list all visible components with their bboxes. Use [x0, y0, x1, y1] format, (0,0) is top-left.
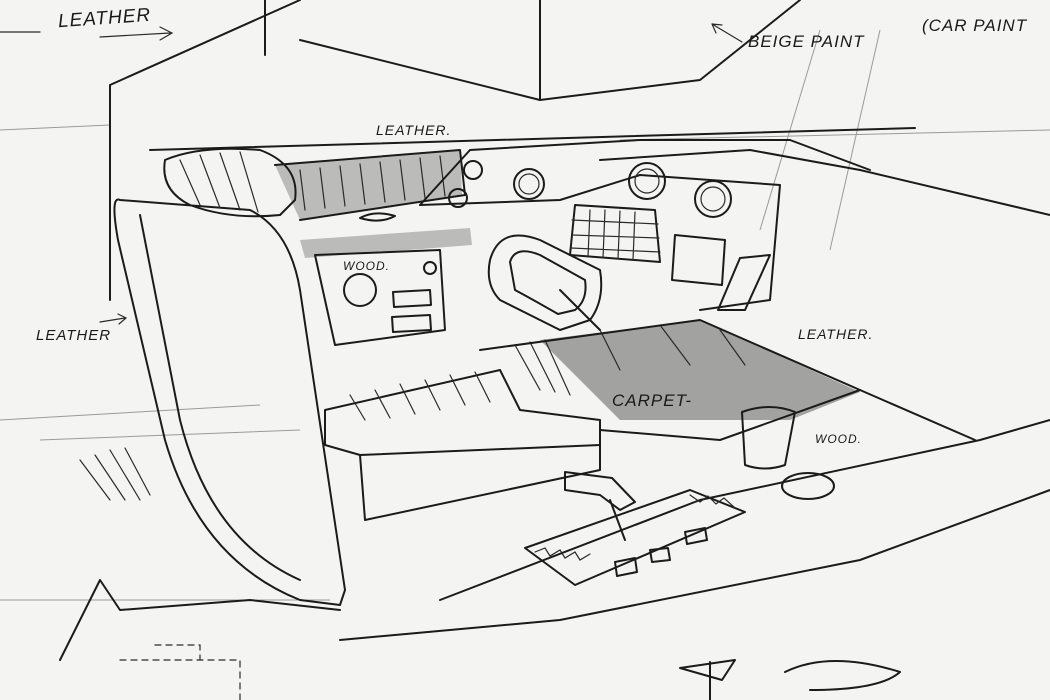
wood-panel — [314, 249, 446, 346]
bottom-arrow-right — [679, 659, 736, 700]
gear-stick — [609, 499, 626, 541]
gauge-icon-4 — [628, 162, 666, 200]
bottom-outline — [59, 579, 341, 661]
annotation-wood-right: WOOD. — [815, 432, 862, 446]
seat-cushion-ribs — [349, 371, 491, 421]
console-zigzag — [534, 494, 736, 561]
panel-slot-1 — [392, 289, 432, 308]
annotation-carpet: CARPET- — [612, 391, 693, 410]
gauge-icon-3 — [513, 168, 545, 200]
car-body-right — [599, 149, 1050, 216]
headrest-ribs — [179, 151, 259, 213]
horizon-line — [149, 127, 916, 151]
rear-shelf-ribs — [299, 155, 446, 211]
headrest — [163, 147, 297, 218]
vent — [359, 212, 396, 222]
seat-cushion — [324, 369, 601, 456]
dashboard-top — [419, 139, 871, 206]
dashed-box — [119, 644, 241, 700]
annotation-leather-headrest: LEATHER. — [376, 122, 452, 138]
annotation-leather-left: LEATHER — [36, 327, 112, 344]
cup-icon — [741, 406, 796, 470]
gauge-icon-4-inner — [634, 168, 660, 194]
arrow-leather-left — [99, 313, 128, 325]
cup-holder — [781, 472, 835, 500]
dashboard-face — [419, 174, 781, 311]
seat-back — [113, 198, 346, 606]
center-screen-grid — [570, 209, 661, 261]
gauge-icon-5-inner — [700, 186, 726, 212]
carpet-lines — [514, 324, 746, 396]
background-box — [109, 0, 801, 301]
arrow-beige — [711, 23, 743, 43]
seat-back-inner — [139, 214, 301, 581]
floor-hatching-left — [79, 447, 151, 501]
sill-line — [339, 489, 1050, 641]
panel-slot-2 — [391, 314, 432, 333]
panel-dial — [343, 273, 377, 307]
bottom-arrow-curve — [784, 660, 901, 691]
dash-under-shading — [300, 228, 472, 258]
center-screen — [569, 204, 661, 263]
console-buttons — [614, 527, 708, 577]
seat-base — [359, 444, 601, 521]
arrow-leather-tl — [99, 26, 174, 41]
floor-edge — [859, 389, 976, 441]
gauge-icon-2 — [448, 188, 468, 208]
car-body-lower-right — [439, 419, 1050, 601]
steering-wheel-inner — [509, 250, 587, 315]
annotation-wood-panel: WOOD. — [343, 259, 390, 273]
rear-shelf — [274, 149, 466, 221]
gauge-icon-5 — [694, 180, 732, 218]
gear-lever-icon — [564, 471, 636, 511]
annotation-car-paint: (CAR PAINT — [922, 16, 1028, 35]
console-tray — [524, 489, 746, 586]
panel-knob — [423, 261, 437, 275]
switch-strip — [717, 254, 771, 311]
headrest-shading — [275, 150, 462, 220]
steering-column — [559, 289, 601, 331]
carpet-shading — [540, 320, 860, 420]
annotation-beige-paint: BEIGE PAINT — [748, 32, 865, 51]
gauge-icon-1 — [463, 160, 483, 180]
construction-lines — [0, 29, 1050, 601]
annotation-leather-right: LEATHER. — [798, 326, 874, 342]
gauge-icon-3-inner — [518, 173, 540, 195]
right-display — [671, 234, 726, 286]
